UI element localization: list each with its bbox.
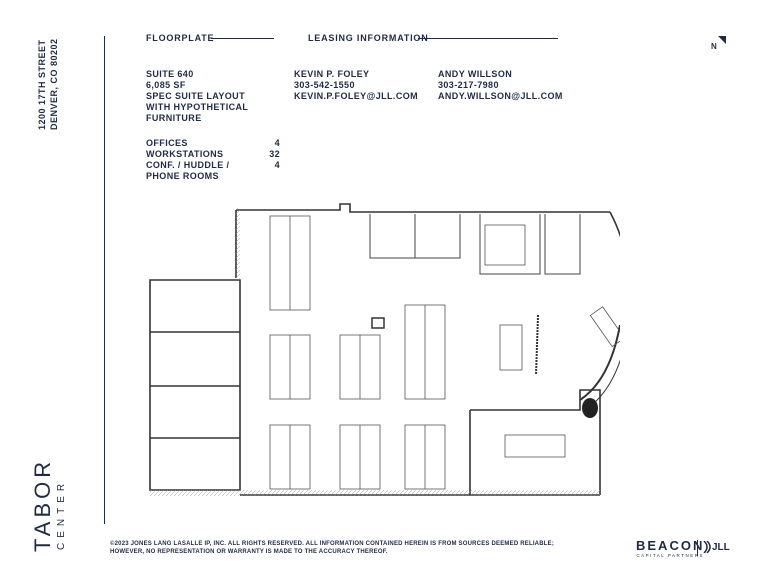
jll-wordmark: JLL — [712, 541, 730, 553]
address-line-2: DENVER, CO 80202 — [49, 38, 59, 130]
contact-card: ANDY WILLSON 303-217-7980 ANDY.WILLSON@J… — [438, 69, 563, 102]
printer — [371, 317, 385, 329]
workstation-clusters — [269, 215, 446, 490]
suite-info: SUITE 640 6,085 SF SPEC SUITE LAYOUT WIT… — [146, 69, 248, 124]
count-label: OFFICES — [146, 138, 188, 148]
partition — [535, 314, 539, 376]
north-arrow: N — [710, 36, 730, 56]
contact-name: KEVIN P. FOLEY — [294, 69, 370, 79]
count-row: WORKSTATIONS 32 — [146, 149, 286, 160]
count-label: WORKSTATIONS — [146, 149, 224, 159]
suite-size: 6,085 SF — [146, 80, 186, 90]
contact-phone[interactable]: 303-542-1550 — [294, 80, 355, 90]
jll-logo: JLL — [702, 541, 730, 553]
top-rooms — [369, 214, 581, 275]
disclaimer: ©2023 JONES LANG LASALLE IP, INC. ALL RI… — [110, 540, 554, 556]
suite-counts: OFFICES 4 WORKSTATIONS 32 CONF. / HUDDLE… — [146, 138, 286, 182]
address-line-1: 1200 17TH STREET — [37, 39, 47, 130]
leasing-rule — [418, 38, 558, 39]
curved-wall — [579, 324, 620, 401]
north-label: N — [711, 42, 717, 51]
beacon-logo: BEACON CAPITAL PARTNERS — [636, 538, 704, 558]
contact-email[interactable]: KEVIN.P.FOLEY@JLL.COM — [294, 91, 419, 101]
sidebar-divider — [104, 36, 105, 524]
disclaimer-line-2: HOWEVER, NO REPRESENTATION OR WARRANTY I… — [110, 549, 388, 555]
count-row: PHONE ROOMS — [146, 171, 286, 182]
curved-wall-inner — [587, 359, 620, 409]
suite-desc-1: SPEC SUITE LAYOUT — [146, 91, 245, 101]
brand-main: TABOR — [30, 457, 55, 552]
jll-mark-icon — [703, 541, 711, 553]
count-value: 4 — [274, 138, 280, 148]
address: 1200 17TH STREET DENVER, CO 80202 — [36, 38, 60, 130]
tables — [484, 224, 620, 458]
brand-sub: CENTER — [56, 478, 67, 550]
logo-divider — [697, 540, 698, 556]
wall-hatch — [236, 208, 240, 280]
floorplate-rule — [211, 38, 274, 39]
count-row: CONF. / HUDDLE / 4 — [146, 160, 286, 171]
tabor-center-logo: TABOR CENTER — [30, 458, 67, 552]
wall-hatch — [150, 490, 600, 496]
count-row: OFFICES 4 — [146, 138, 286, 149]
contact-card: KEVIN P. FOLEY 303-542-1550 KEVIN.P.FOLE… — [294, 69, 418, 102]
column — [582, 398, 598, 418]
disclaimer-line-1: ©2023 JONES LANG LASALLE IP, INC. ALL RI… — [110, 541, 555, 547]
leasing-heading: LEASING INFORMATION — [308, 33, 429, 43]
count-value: 4 — [274, 160, 280, 170]
suite-name: SUITE 640 — [146, 69, 194, 79]
suite-desc-3: FURNITURE — [146, 113, 202, 123]
count-label: CONF. / HUDDLE / — [146, 160, 230, 170]
contact-phone[interactable]: 303-217-7980 — [438, 80, 499, 90]
exterior-walls — [149, 203, 620, 496]
floorplate-heading: FLOORPLATE — [146, 33, 215, 43]
beacon-wordmark: BEACON — [636, 538, 705, 553]
north-arrow-icon — [718, 36, 726, 44]
beacon-subtitle: CAPITAL PARTNERS — [636, 553, 704, 558]
floor-plan — [149, 203, 620, 496]
contact-email[interactable]: ANDY.WILLSON@JLL.COM — [438, 91, 563, 101]
count-value: 32 — [269, 149, 280, 159]
contact-name: ANDY WILLSON — [438, 69, 513, 79]
suite-desc-2: WITH HYPOTHETICAL — [146, 102, 249, 112]
count-label: PHONE ROOMS — [146, 171, 219, 181]
